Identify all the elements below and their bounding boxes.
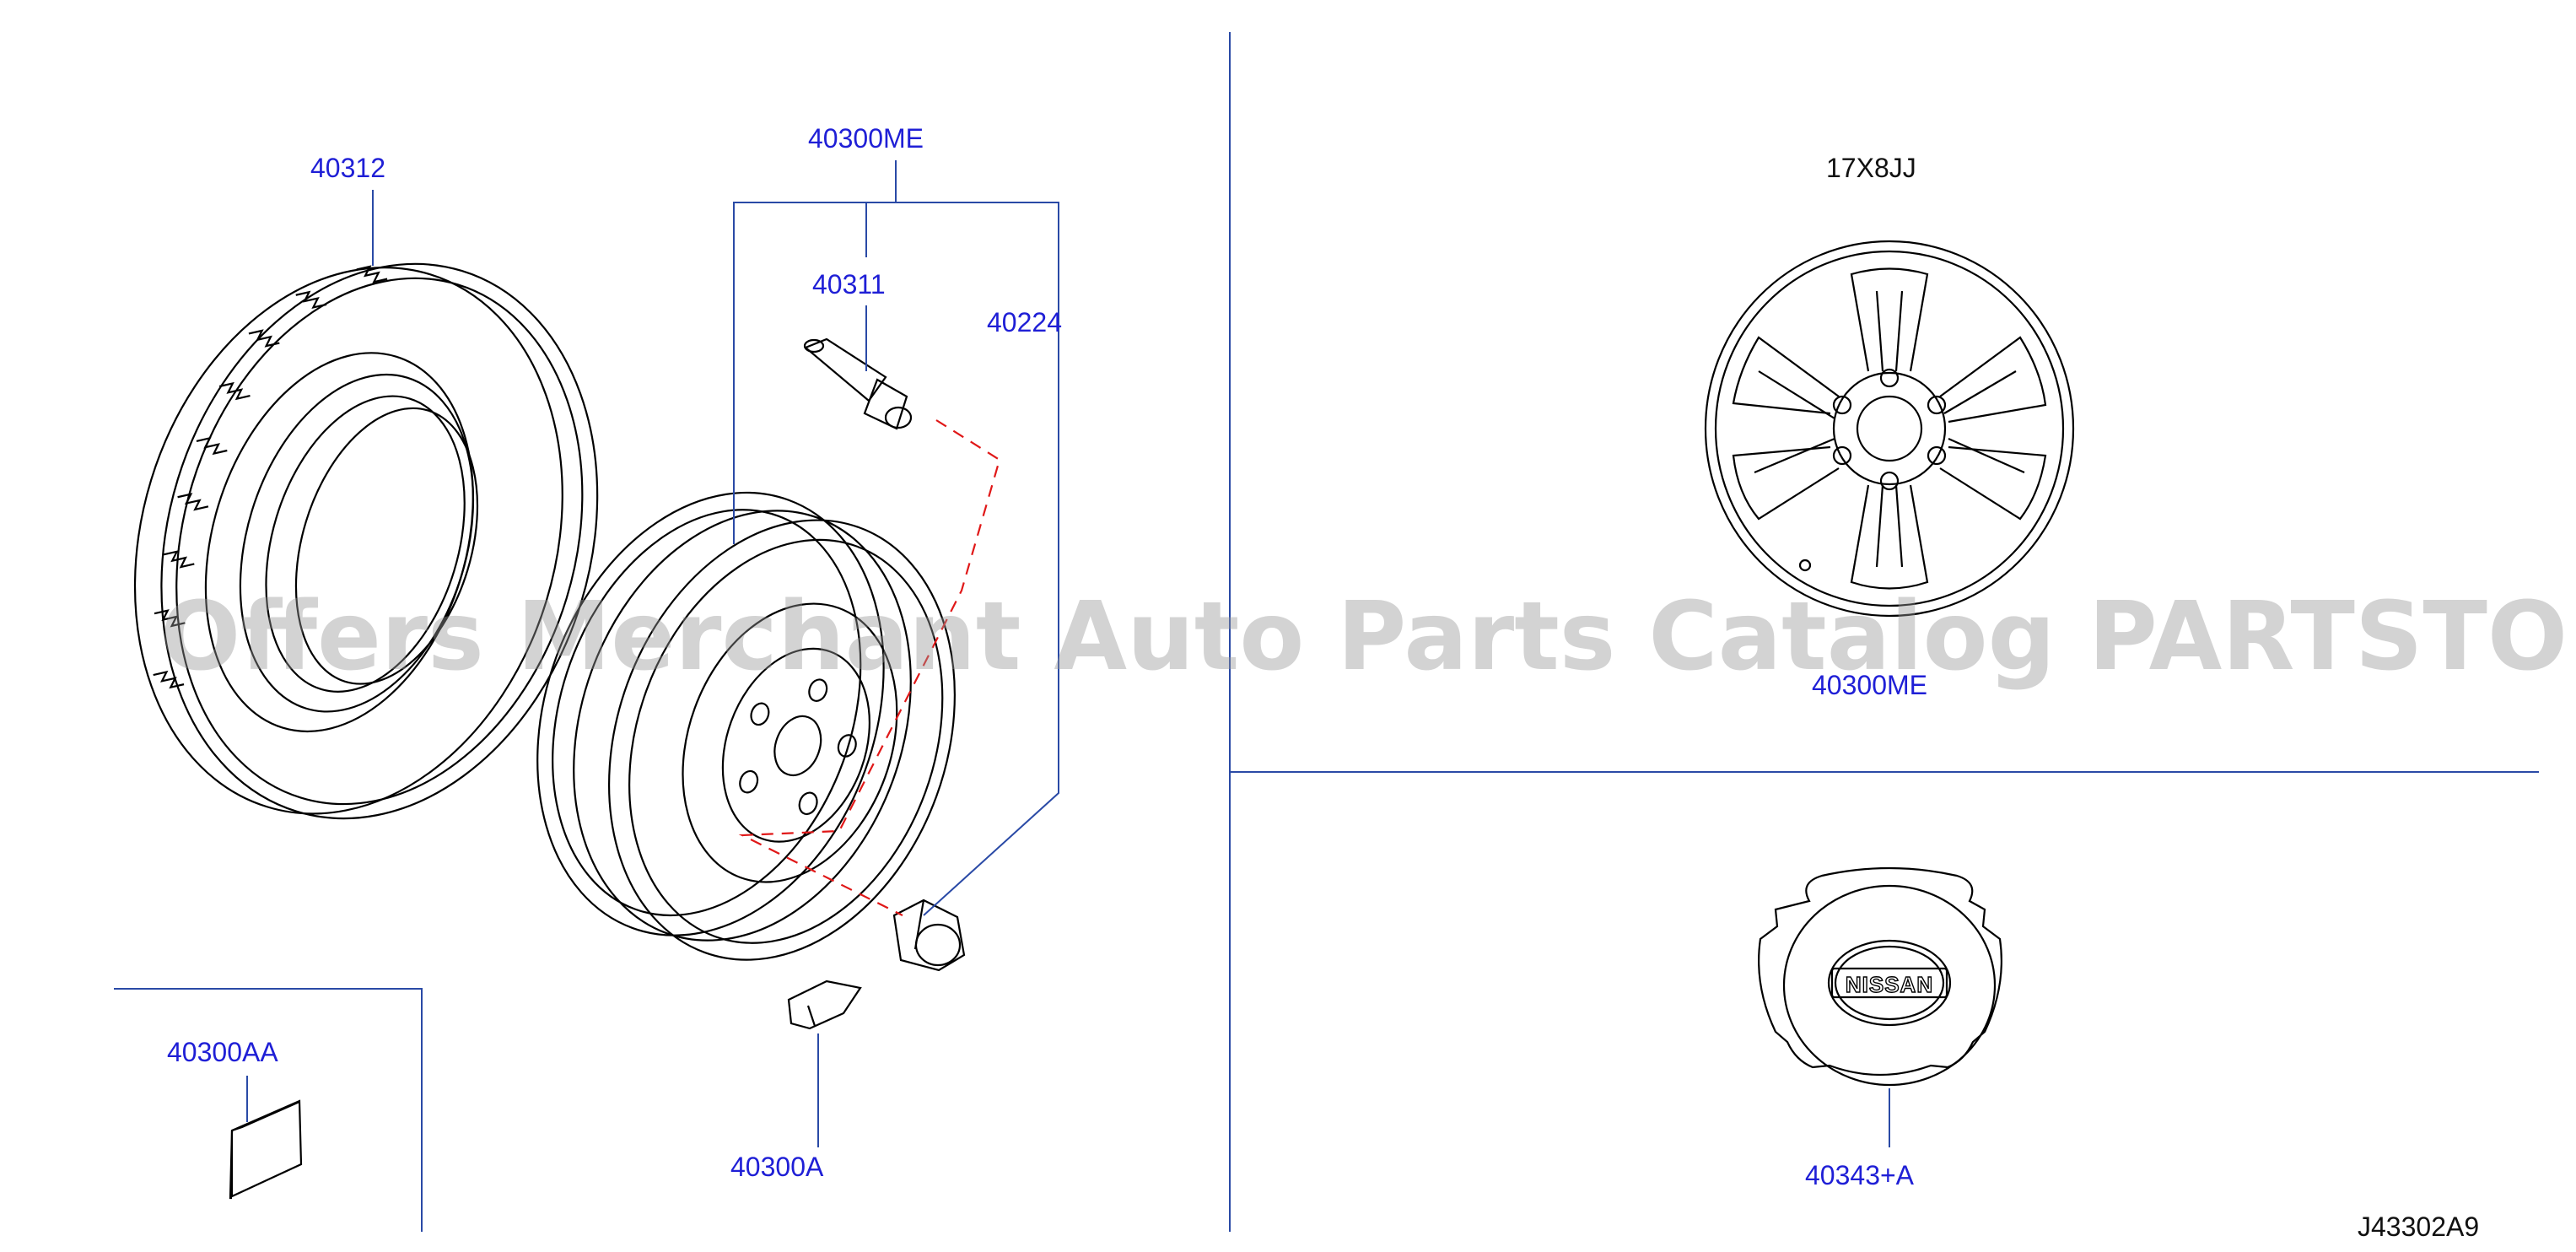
lug-nut-illustration[interactable] bbox=[892, 899, 966, 972]
label-wheel-assembly-top-text: 40300ME bbox=[808, 123, 924, 154]
label-weight-a-text: 40300A bbox=[730, 1152, 824, 1182]
label-weight-aa-text: 40300AA bbox=[167, 1037, 278, 1067]
label-valve-text: 40311 bbox=[812, 269, 886, 300]
label-tire[interactable]: 40312 bbox=[310, 153, 385, 183]
tire-illustration[interactable] bbox=[70, 202, 664, 877]
label-center-cap[interactable]: 40343+A bbox=[1805, 1160, 1915, 1190]
label-wheel-assembly-right-text: 40300ME bbox=[1812, 670, 1927, 700]
alloy-wheel-illustration[interactable] bbox=[1704, 240, 2075, 618]
steel-wheel-illustration[interactable] bbox=[478, 444, 1015, 1011]
label-nut-text: 40224 bbox=[987, 307, 1062, 337]
label-weight-aa[interactable]: 40300AA bbox=[167, 1037, 278, 1067]
label-wheel-assembly-right[interactable]: 40300ME bbox=[1812, 670, 1927, 700]
label-wheel-assembly-top[interactable]: 40300ME bbox=[808, 123, 924, 154]
wheel-size-label: 17X8JJ bbox=[1826, 153, 1916, 183]
clip-weight-illustration[interactable] bbox=[787, 979, 862, 1030]
diagram-code: J43302A9 bbox=[2358, 1212, 2479, 1242]
valve-stem-illustration[interactable] bbox=[803, 337, 913, 430]
label-center-cap-text: 40343+A bbox=[1805, 1160, 1915, 1190]
label-nut[interactable]: 40224 bbox=[987, 307, 1062, 337]
weight-box-border bbox=[114, 988, 423, 1232]
label-tire-text: 40312 bbox=[310, 153, 385, 183]
label-valve[interactable]: 40311 bbox=[812, 269, 886, 300]
assembly-bracket bbox=[733, 202, 1059, 916]
cap-logo-text: NISSAN bbox=[1846, 972, 1933, 997]
adhesive-weight-illustration[interactable] bbox=[229, 1099, 303, 1200]
center-cap-illustration[interactable] bbox=[1758, 866, 2002, 1087]
assembly-guide-dashed bbox=[738, 419, 1001, 916]
label-weight-a[interactable]: 40300A bbox=[730, 1152, 824, 1182]
